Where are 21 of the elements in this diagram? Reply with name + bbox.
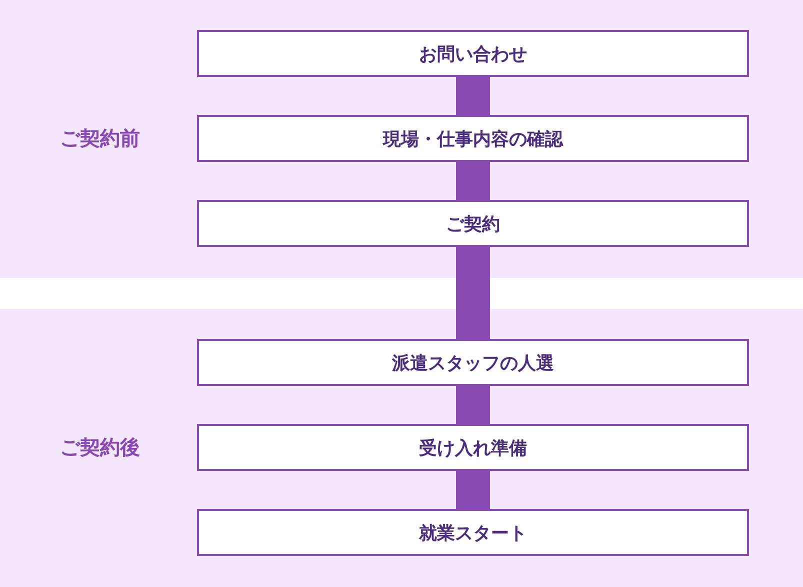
- step-label: 派遣スタッフの人選: [392, 352, 554, 374]
- process-box: [197, 30, 749, 77]
- connector-bar: [456, 162, 490, 200]
- step-label: 受け入れ準備: [419, 436, 527, 460]
- connector-bar: [456, 471, 490, 509]
- process-box: [197, 115, 749, 162]
- step-label: お問い合わせ: [419, 42, 527, 66]
- phase-label: ご契約後: [59, 434, 141, 461]
- connector-bar: [456, 247, 490, 339]
- connector-bar: [456, 386, 490, 424]
- step-label: ご契約: [446, 212, 500, 236]
- process-box: [197, 200, 749, 247]
- phase-band: [0, 309, 803, 587]
- process-box: [197, 339, 749, 386]
- process-box: [197, 509, 749, 556]
- step-label: 現場・仕事内容の確認: [383, 128, 563, 150]
- phase-band: [0, 0, 803, 278]
- process-box: [197, 424, 749, 471]
- phase-label: ご契約前: [59, 125, 141, 152]
- step-label: 就業スタート: [419, 522, 527, 544]
- connector-bar: [456, 77, 490, 115]
